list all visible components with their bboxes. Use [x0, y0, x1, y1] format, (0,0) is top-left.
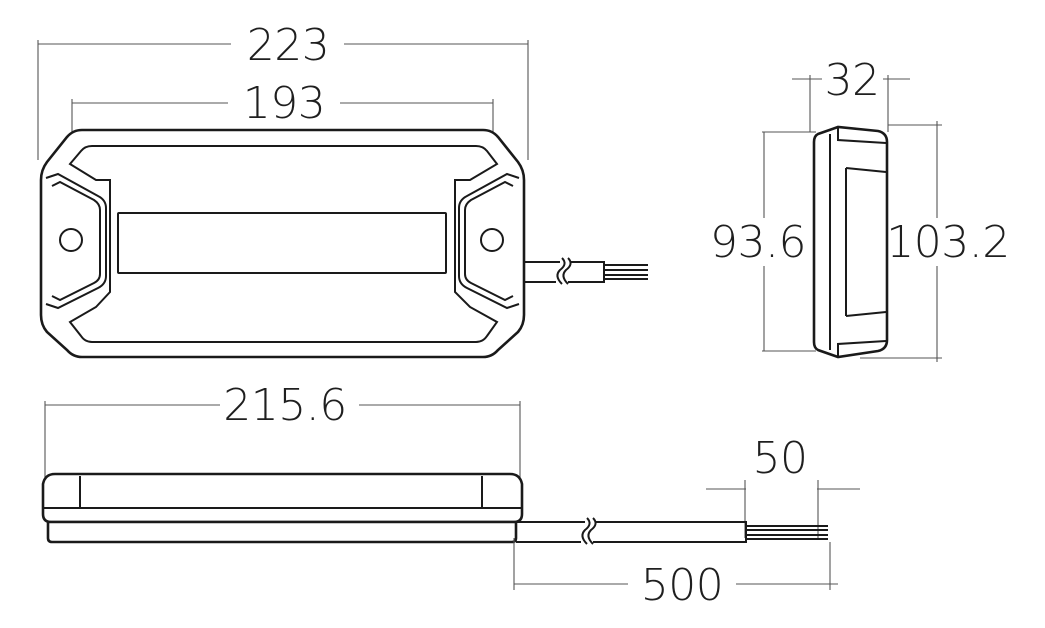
front-cable: [524, 257, 648, 285]
left-mounting-hole: [59, 228, 83, 252]
lamp-body-outline: [39, 128, 526, 359]
dimension-label-93-6: 93.6: [710, 217, 806, 268]
right-mount-pad: [458, 172, 520, 310]
dimension-base-length: 215.6: [44, 380, 521, 478]
dimension-label-50: 50: [753, 433, 808, 484]
side-profile-bottom: [837, 340, 887, 357]
side-view: 32 93.6 103.2: [710, 55, 1010, 362]
dimension-label-500: 500: [641, 560, 723, 611]
dimension-overall-width: 223: [37, 20, 529, 160]
dimension-label-215-6: 215.6: [223, 380, 346, 431]
side-profile-top: [837, 127, 887, 144]
lamp-inner-bezel: [68, 145, 499, 343]
dimension-label-193: 193: [243, 78, 325, 129]
dimension-label-103-2: 103.2: [886, 217, 1009, 268]
light-strip-lens: [117, 212, 447, 274]
dimension-tail-length: 50: [706, 433, 860, 538]
bottom-profile-outline: [41, 472, 524, 524]
dimension-label-32: 32: [825, 55, 880, 106]
front-view: 223 193: [37, 20, 648, 359]
bottom-base-plate: [46, 520, 518, 544]
right-mount-pad-inner: [464, 180, 514, 302]
dimension-depth: 32: [792, 55, 910, 132]
right-mounting-hole: [480, 228, 504, 252]
dimension-inner-width: 193: [71, 78, 494, 205]
dimension-label-223: 223: [247, 20, 329, 71]
dimension-cable-length: 500: [513, 538, 838, 611]
left-mount-pad-inner: [51, 180, 101, 302]
bottom-cable: [516, 517, 828, 545]
side-profile-lens: [845, 167, 887, 317]
dimension-overall-height: 103.2: [860, 121, 1010, 362]
left-mount-pad: [45, 172, 107, 310]
dimension-inner-height: 93.6: [710, 131, 816, 352]
bottom-view: 215.6 50: [41, 380, 860, 611]
side-profile-outline: [812, 125, 889, 359]
